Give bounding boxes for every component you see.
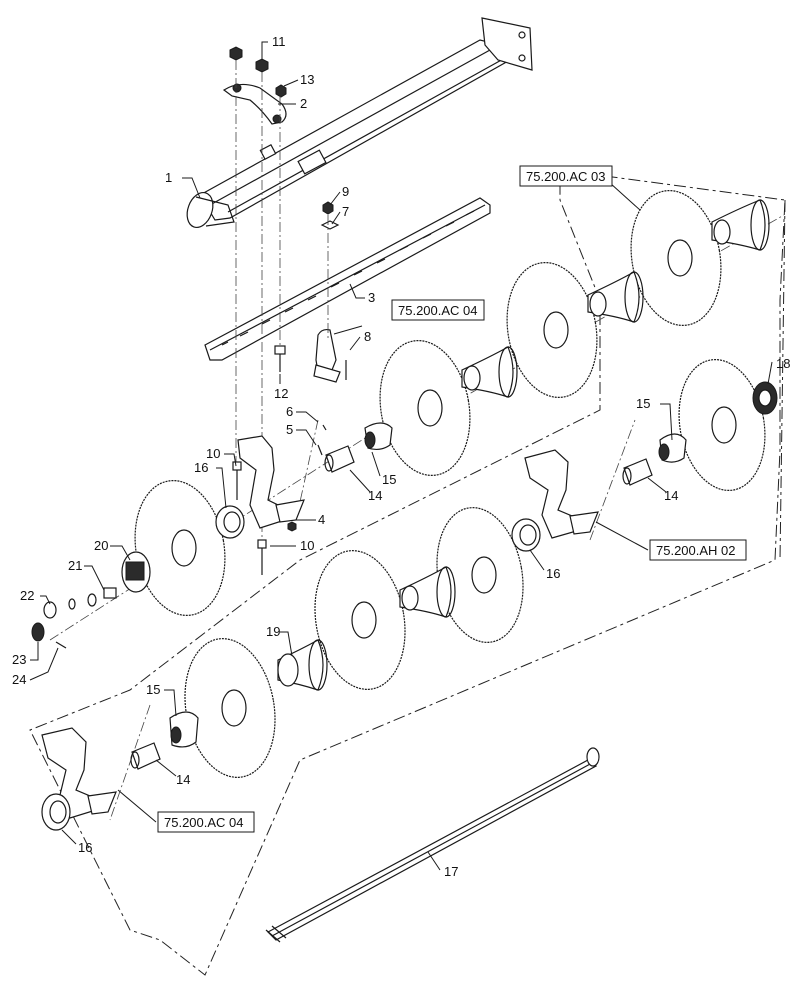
spool-4 [399,566,456,618]
bearing-16-right [511,518,541,552]
shaft-17 [265,747,600,943]
bushing-14-lower [130,742,161,770]
callout-21: 21 [68,558,82,573]
disc-2 [506,261,598,399]
disc-5 [436,507,524,643]
plate-21 [103,587,117,599]
end-hub-20 [121,551,151,593]
spool-3 [461,346,518,398]
ref-ac04-top-label: 75.200.AC 04 [398,303,478,318]
callout-6: 6 [286,404,293,419]
hanger-arm-lower [41,727,117,819]
callout-1: 1 [165,170,172,185]
screw-4 [287,521,297,532]
callout-19: 19 [266,624,280,639]
cone-15-right [658,433,687,463]
callout-3: 3 [368,290,375,305]
disc-1 [630,189,722,327]
callout-16-upper: 16 [194,460,208,475]
assembly-group-outline [29,169,786,976]
washer-22b [68,598,76,610]
spool-19 [277,639,328,691]
callout-23: 23 [12,652,26,667]
callout-8b: 8 [364,329,371,344]
leader-lines [29,41,773,871]
ref-box-ac04-bottom[interactable]: 75.200.AC 04 [157,811,255,833]
callout-11: 11 [272,34,286,49]
callout-17: 17 [444,864,458,879]
callout-numbers: 1 2 3 4 5 6 7 9 8 10 10 11 12 13 14 14 1… [12,34,790,879]
callout-14-upper: 14 [368,488,382,503]
clamp-bracket [222,83,287,125]
disc-4 [678,358,766,492]
callout-13: 13 [300,72,314,87]
disc-7 [134,479,226,617]
callout-22: 22 [20,588,34,603]
callout-10-upper: 10 [206,446,220,461]
disc-3 [379,339,471,477]
callout-15-right: 15 [636,396,650,411]
callout-12: 12 [274,386,288,401]
callout-20: 20 [94,538,108,553]
callout-14-lower: 14 [176,772,190,787]
angle-rail [204,197,491,361]
pin-5 [317,444,323,456]
callout-14-right: 14 [664,488,678,503]
callout-16-lower: 16 [78,840,92,855]
disc-6 [314,550,406,690]
hanger-arm-right [524,449,599,539]
callout-4: 4 [318,512,325,527]
bolt-10-lower [257,539,267,575]
cone-15-upper [364,422,393,451]
pin-24 [55,641,67,649]
callout-16-right: 16 [546,566,560,581]
ref-box-ac03[interactable]: 75.200.AC 03 [519,165,613,187]
frame-tube [186,17,533,229]
callout-18: 18 [776,356,790,371]
callout-5: 5 [286,422,293,437]
bolt-10-upper [232,461,242,500]
nuts [229,46,287,98]
callout-15-upper: 15 [382,472,396,487]
cone-15-lower [169,711,199,748]
bushing-14-upper [324,445,355,473]
nut-23 [31,622,45,642]
ref-box-ah02[interactable]: 75.200.AH 02 [649,539,747,561]
spool-1 [711,199,770,251]
ref-box-ac04-top[interactable]: 75.200.AC 04 [391,299,485,321]
callout-10-lower: 10 [300,538,314,553]
washer-22 [43,601,57,619]
callout-24: 24 [12,672,26,687]
hanger-arm-upper [237,435,305,529]
ref-ac03-label: 75.200.AC 03 [526,169,606,184]
bearing-16-lower [41,793,71,831]
bearing-16-upper [215,505,245,539]
ref-ac04-bottom-label: 75.200.AC 04 [164,815,244,830]
bolt-12 [274,345,286,372]
spool-2 [587,271,644,323]
callout-2: 2 [300,96,307,111]
washer-7 [320,220,340,230]
end-cap-18 [752,381,778,415]
washer-21b [87,593,97,607]
callout-8: 9 [342,184,349,199]
callout-7: 7 [342,204,349,219]
callout-15-lower: 15 [146,682,160,697]
ref-ah02-label: 75.200.AH 02 [656,543,736,558]
bushing-14-right [622,458,653,486]
disc-8 [184,638,276,778]
pin-6 [322,424,327,431]
scraper-arm [313,328,347,383]
